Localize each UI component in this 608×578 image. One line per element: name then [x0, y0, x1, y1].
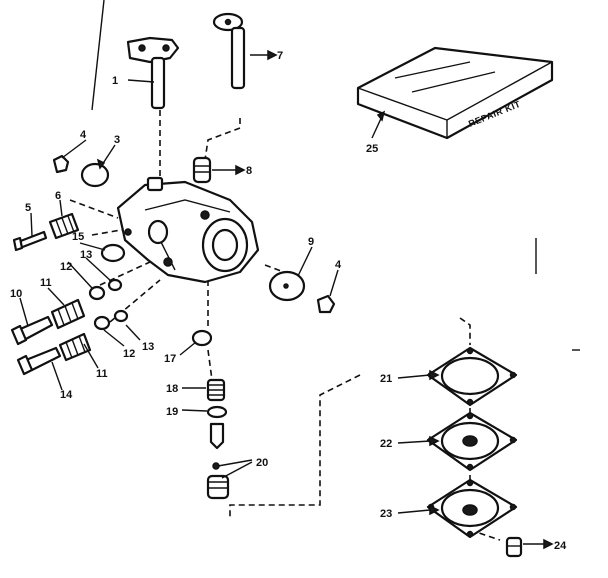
idle-screw-part-5: [12, 230, 48, 252]
diaphragm-part-22: [426, 411, 518, 472]
callout-12-lower: 12: [123, 348, 135, 360]
carburetor-body: [116, 176, 260, 284]
callout-11-lower: 11: [96, 368, 108, 380]
o-ring-part-13-upper: [107, 278, 123, 292]
callout-leaders: [19, 54, 544, 545]
callout-12-upper: 12: [60, 261, 72, 273]
callout-25: 25: [366, 143, 378, 155]
callout-19: 19: [166, 406, 178, 418]
callout-22: 22: [380, 438, 392, 450]
callout-23: 23: [380, 508, 392, 520]
repair-kit-box: REPAIR KIT: [356, 46, 554, 140]
callout-6: 6: [55, 190, 61, 202]
callout-3: 3: [114, 134, 120, 146]
screw-part-24: [505, 536, 523, 558]
seat-part-20: [206, 462, 230, 500]
gasket-part-21: [426, 346, 518, 407]
needle-valve-part: [209, 422, 225, 450]
throttle-plate-part-9: [268, 270, 306, 302]
spring-part-11-upper: [50, 298, 86, 330]
callout-24: 24: [554, 540, 567, 552]
throttle-shaft-part: [126, 36, 180, 110]
spring-part-11-lower: [58, 332, 92, 362]
callout-arrowheads: [96, 49, 554, 550]
washer-part-12-upper: [88, 285, 106, 301]
callout-18: 18: [166, 383, 178, 395]
o-ring-part-13-lower: [113, 309, 129, 323]
callout-13-lower: 13: [142, 341, 154, 353]
callout-labels: 1 3 4 4 5 6 7 8 9 10 11 11 12 12 13 13 1…: [10, 50, 567, 552]
callout-10: 10: [10, 288, 22, 300]
cover-part-23: [426, 478, 518, 539]
callout-14: 14: [60, 389, 73, 401]
spring-part-18: [206, 378, 226, 402]
callout-1: 1: [112, 75, 118, 87]
callout-9: 9: [308, 236, 314, 248]
spring-part-6: [48, 212, 80, 240]
choke-plate-part-3: [80, 162, 110, 188]
callout-21: 21: [380, 373, 392, 385]
washer-part-19: [206, 405, 228, 419]
washer-part-12-lower: [93, 315, 111, 331]
callout-20: 20: [256, 457, 268, 469]
choke-shaft-part: [212, 12, 246, 90]
plug-part-17: [191, 329, 213, 347]
callout-4-left: 4: [80, 129, 87, 141]
needle-part-14: [16, 346, 62, 376]
assembly-dashed-lines: [69, 110, 501, 541]
scan-marks: [91, 0, 580, 351]
inlet-fitting-part: [192, 156, 212, 184]
callout-17: 17: [164, 353, 176, 365]
callout-5: 5: [25, 202, 31, 214]
callout-7: 7: [277, 50, 283, 62]
screw-part-4-right: [316, 294, 336, 314]
callout-4-right: 4: [335, 259, 342, 271]
callout-8: 8: [246, 165, 252, 177]
needle-part-10: [10, 315, 54, 346]
o-ring-part-15: [100, 243, 126, 263]
screw-part-4-left: [52, 154, 70, 174]
callout-11-upper: 11: [40, 277, 52, 289]
callout-15: 15: [72, 231, 84, 243]
callout-13-upper: 13: [80, 249, 92, 261]
